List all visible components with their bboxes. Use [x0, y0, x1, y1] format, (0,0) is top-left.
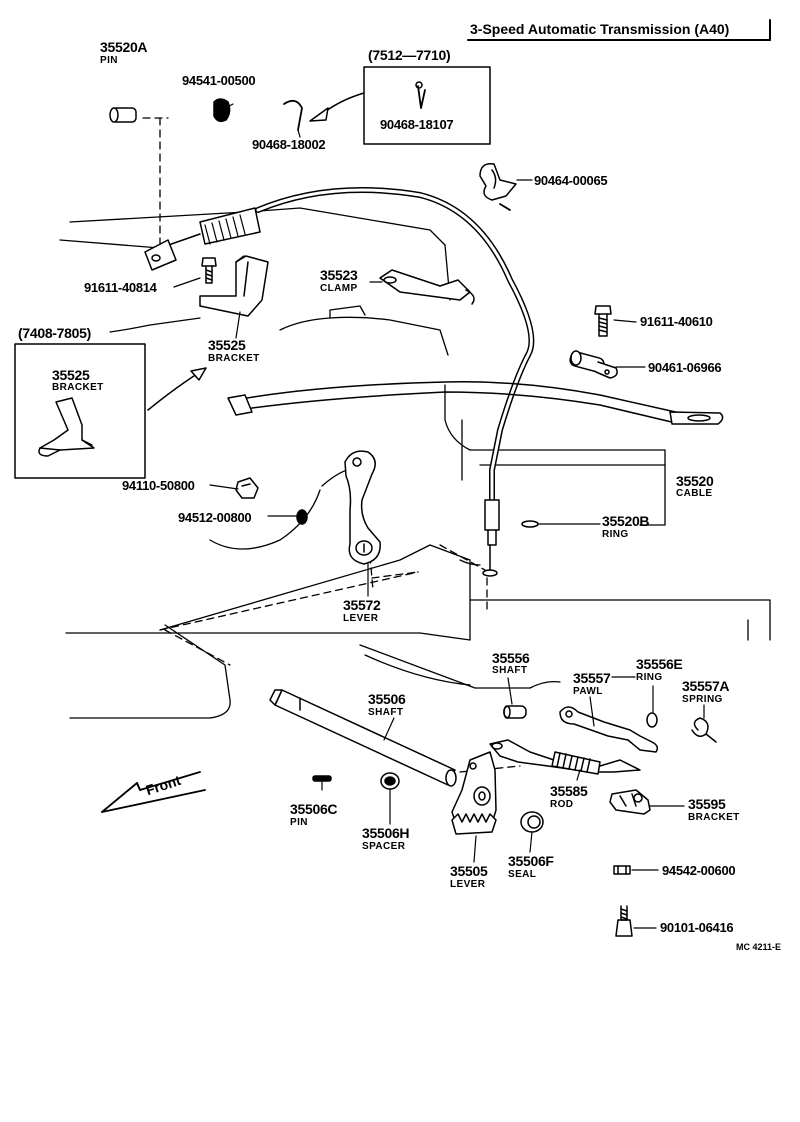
part-number-35520a: 35520A: [100, 39, 148, 55]
clamp-35523-icon: [379, 269, 475, 305]
inset-range-top: (7512—7710): [368, 47, 451, 63]
inset-box-top: [363, 66, 491, 145]
part-number-35506h: 35506H: [362, 825, 410, 841]
part-name-35595: BRACKET: [688, 812, 740, 823]
spacer-35506h-icon: [380, 772, 400, 790]
part-name-35525-inset: BRACKET: [52, 382, 104, 393]
nut-94110-icon: [235, 477, 259, 499]
part-number-35523: 35523: [320, 267, 358, 283]
bolt-90101-icon: [615, 905, 633, 937]
part-name-35506h: SPACER: [362, 841, 406, 852]
part-number-35572: 35572: [343, 597, 381, 613]
part-number-35525-inset: 35525: [52, 367, 90, 383]
part-number-35506f: 35506F: [508, 853, 554, 869]
seal-35506f-icon: [520, 811, 544, 833]
clamp-90461-icon: [569, 350, 618, 379]
bolt-91611-40814-icon: [201, 257, 217, 284]
shift-cable: [159, 187, 535, 577]
part-number-90101: 90101-06416: [660, 920, 734, 935]
pin-35520a-icon: [109, 107, 137, 123]
part-number-90464: 90464-00065: [534, 173, 608, 188]
part-name-35585: ROD: [550, 799, 574, 810]
part-number-35595: 35595: [688, 796, 726, 812]
part-number-35506c: 35506C: [290, 801, 338, 817]
cable-end-icon: [144, 239, 177, 271]
rod-35585-icon: [489, 739, 641, 775]
clip-90468-18002-icon: [283, 99, 303, 131]
part-name-35572: LEVER: [343, 613, 379, 624]
control-rod: [227, 381, 724, 425]
part-name-35556e: RING: [636, 672, 663, 683]
nut-94542-icon: [613, 865, 631, 875]
part-name-35520a: PIN: [100, 55, 118, 66]
part-name-35506f: SEAL: [508, 869, 537, 880]
inset-bracket-icon: [38, 397, 95, 457]
bracket-35595-icon: [609, 789, 651, 815]
part-name-35520b: RING: [602, 529, 629, 540]
part-number-90461: 90461-06966: [648, 360, 722, 375]
lever-35572-icon: [344, 450, 381, 565]
part-number-35506: 35506: [368, 691, 406, 707]
shaft-35556-icon: [503, 705, 527, 719]
clip-90468-18107-icon: [415, 81, 426, 109]
inset-arrow-left: [147, 367, 207, 411]
part-name-35520: CABLE: [676, 488, 713, 499]
part-number-91611-40610: 91611-40610: [640, 314, 713, 329]
transmission-body-outline: [59, 207, 771, 719]
ring-35520b-icon: [521, 520, 539, 528]
part-number-35557a: 35557A: [682, 678, 730, 694]
front-arrow-icon: [101, 771, 206, 813]
part-number-35520b: 35520B: [602, 513, 650, 529]
part-number-35556: 35556: [492, 650, 530, 666]
lever-35505-icon: [451, 751, 497, 835]
shaft-35506-icon: [269, 689, 457, 787]
pin-35506c-icon: [312, 775, 332, 782]
part-name-35505: LEVER: [450, 879, 486, 890]
part-number-35556e: 35556E: [636, 656, 683, 672]
part-name-35525: BRACKET: [208, 353, 260, 364]
ring-35556e-icon: [646, 712, 658, 728]
part-number-35520: 35520: [676, 473, 714, 489]
part-number-94541: 94541-00500: [182, 73, 256, 88]
part-number-90468-18002: 90468-18002: [252, 137, 326, 152]
bolt-91611-40610-icon: [594, 305, 612, 337]
part-number-35505: 35505: [450, 863, 488, 879]
diagram-code: MC 4211-E: [736, 942, 782, 952]
inset-box-left: [14, 343, 146, 479]
diagram-title: 3-Speed Automatic Transmission (A40): [470, 21, 730, 37]
dashed-guides: [142, 117, 521, 773]
part-name-35557: PAWL: [573, 686, 603, 697]
part-number-91611-40814: 91611-40814: [84, 280, 157, 295]
part-name-35506c: PIN: [290, 817, 308, 828]
title-frame: [467, 19, 771, 41]
part-number-35585: 35585: [550, 783, 588, 799]
part-name-35506: SHAFT: [368, 707, 404, 718]
part-number-35525: 35525: [208, 337, 246, 353]
part-number-94542: 94542-00600: [662, 863, 736, 878]
bracket-35525-icon: [199, 255, 269, 317]
inset-range-left: (7408-7805): [18, 325, 91, 341]
part-name-35556: SHAFT: [492, 665, 528, 676]
inset-arrow-top: [309, 92, 365, 122]
part-number-94110: 94110-50800: [122, 478, 195, 493]
part-name-35557a: SPRING: [682, 694, 723, 705]
part-name-35523: CLAMP: [320, 283, 358, 294]
pawl-35557-icon: [559, 706, 659, 753]
clamp-90464-icon: [479, 163, 517, 211]
part-number-35557: 35557: [573, 670, 611, 686]
washer-94512-icon: [296, 509, 308, 525]
leader-lines: [109, 103, 705, 929]
part-number-94512: 94512-00800: [178, 510, 252, 525]
spring-35557a-icon: [691, 717, 717, 743]
part-number-90468-18107: 90468-18107: [380, 117, 454, 132]
